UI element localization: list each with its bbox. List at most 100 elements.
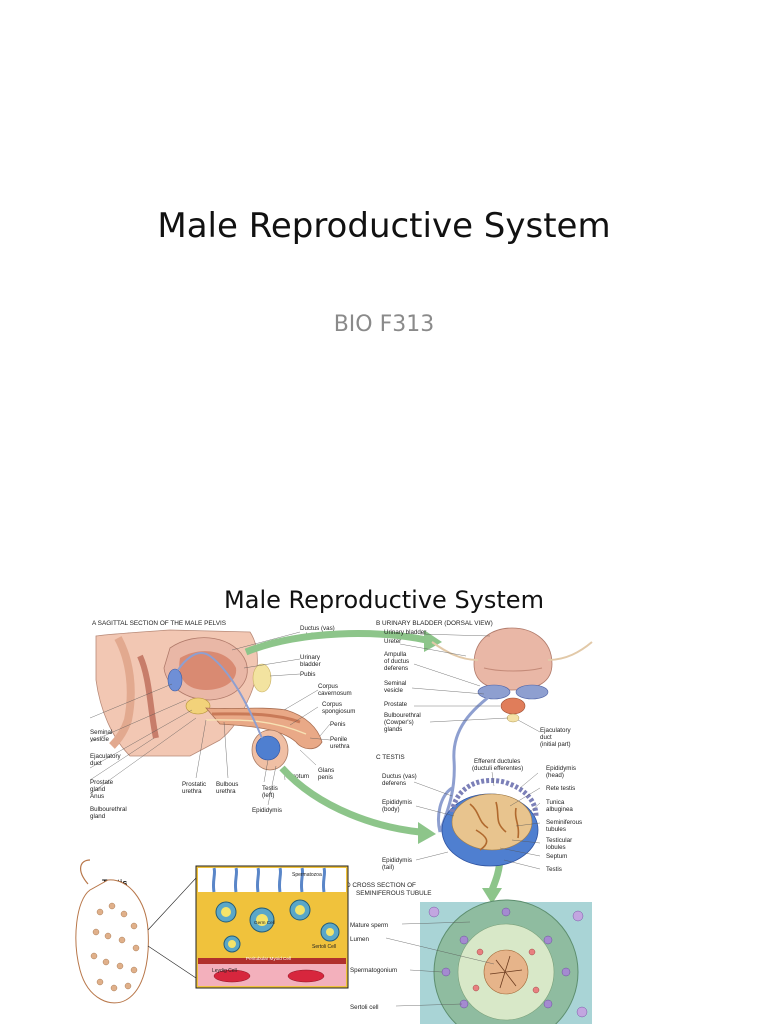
label-b-ampulla-2: of ductus (384, 658, 409, 665)
testis-interior (451, 793, 533, 851)
label-c-epididymis-head: Epididymis (546, 765, 576, 772)
vas-deferens-b (438, 688, 499, 833)
label-b-ejaculatory-duct: Ejaculatory (540, 727, 572, 734)
label-bulbous-urethra-2: urethra (216, 788, 236, 795)
label-ejaculatory-duct: Ejaculatory (90, 753, 122, 760)
connector-arrows (244, 630, 504, 904)
label-prostatic-urethra-2: urethra (182, 788, 202, 795)
label-b-seminal-vesicle-2: vesicle (384, 687, 403, 694)
label-c-testis: Testis (546, 866, 562, 873)
rectum-shape (137, 654, 159, 739)
inset-testis-duct (80, 859, 91, 885)
label-c-tunica-albuginea: Tunica (546, 799, 565, 806)
pubis-bone (252, 663, 272, 693)
inset-basement-membrane (198, 958, 346, 964)
sacrum-shape (109, 636, 135, 749)
panel-a-header: A SAGITTAL SECTION OF THE MALE PELVIS (92, 620, 226, 627)
epididymis-c-shape (449, 778, 539, 817)
bulbourethral-glands (506, 713, 520, 723)
seminal-vesicle-shape (167, 668, 183, 692)
prostate-shape (185, 697, 211, 715)
label-c-epididymis-body: Epididymis (382, 799, 412, 806)
prostate-dorsal (500, 697, 526, 715)
panel-c-pointer-lines (413, 771, 541, 870)
label-prostatic-urethra: Prostatic (182, 781, 206, 788)
label-b-bulbourethral: Bulbourethral (384, 712, 421, 719)
arrow-head-b (424, 630, 442, 652)
label-c-septum: Septum (546, 853, 567, 860)
inset-label-sertoli-cell: Sertoli Cell (312, 944, 336, 950)
label-c-tunica-albuginea-2: albuginea (546, 806, 573, 813)
label-seminal-vesicle: Seminal (90, 729, 112, 736)
label-ductus-vas-deferens: Ductus (vas) (300, 625, 335, 632)
label-b-ampulla-3: deferens (384, 665, 408, 672)
label-c-epididymis-tail-2: (tail) (382, 864, 394, 871)
ureter-right (547, 641, 593, 661)
label-c-ductus-vas: Ductus (vas) (382, 773, 417, 780)
sperm-tails (489, 955, 523, 989)
corpus-cavernosum-shape (211, 712, 301, 724)
label-b-urinary-bladder: Urinary bladder (384, 629, 426, 636)
label-corpus-cavernosum: Corpus (318, 683, 338, 690)
inset-label-peritubular-myoid: Peritubular Myoid Cell (246, 956, 291, 961)
label-corpus-cavernosum-2: cavernosum (318, 690, 352, 697)
label-b-seminal-vesicle: Seminal (384, 680, 406, 687)
label-c-efferent-ductules-2: (ductuli efferentes) (472, 765, 523, 772)
slide-title: Male Reproductive System (224, 586, 544, 614)
ureter-left (431, 641, 479, 661)
label-c-epididymis-head-2: (head) (546, 772, 564, 779)
label-b-ejaculatory-duct-3: (initial part) (540, 741, 571, 748)
label-corpus-spongiosum: Corpus (322, 701, 342, 708)
label-bulbourethral-gland: Bulbourethral (90, 806, 127, 813)
label-urinary-bladder-2: bladder (300, 661, 321, 668)
label-c-efferent-ductules: Efferent ductules (474, 758, 520, 765)
label-c-epididymis-tail: Epididymis (382, 857, 412, 864)
ductus-deferens-c (437, 786, 453, 833)
label-b-ureter: Ureter (384, 638, 401, 645)
label-penile-urethra: Penile (330, 736, 348, 743)
inset-vessel (287, 969, 325, 983)
arrow-head-c (418, 822, 436, 844)
diagram-slide: Male Reproductive System A SAGITTAL SECT… (0, 560, 768, 1024)
label-glans-penis: Glans (318, 767, 334, 774)
label-urinary-bladder: Urinary (300, 654, 321, 661)
inset-testis-histology: Testis (75, 859, 349, 1004)
anatomy-figure: A SAGITTAL SECTION OF THE MALE PELVIS (75, 620, 593, 1024)
bladder-dorsal-shape (473, 627, 553, 691)
inset-lobule-dots (90, 902, 140, 992)
arrow-head-d (482, 888, 502, 904)
label-c-ductus-vas-2: deferens (382, 780, 406, 787)
label-testis-left: Testis (262, 785, 278, 792)
bladder-fold (483, 667, 543, 672)
label-b-bulbourethral-2: (Cowper's) (384, 719, 414, 726)
bladder-interior (179, 651, 237, 690)
label-d-spermatogonium: Spermatogonium (350, 967, 397, 974)
label-d-mature-sperm: Mature sperm (350, 922, 388, 929)
panel-d-tubule-cross-section: D CROSS SECTION OF SEMINIFEROUS TUBULE (346, 882, 592, 1024)
label-c-epididymis-body-2: (body) (382, 806, 400, 813)
panel-d-header: D CROSS SECTION OF (346, 882, 416, 889)
panel-a-sagittal-section: A SAGITTAL SECTION OF THE MALE PELVIS (89, 620, 355, 820)
label-c-seminiferous-tubules: Seminiferous (546, 819, 582, 826)
tubule-cells (428, 906, 588, 1018)
label-anus: Anus (90, 793, 104, 800)
panel-a-pointer-lines (89, 631, 331, 806)
label-d-lumen: Lumen (350, 936, 369, 943)
inset-label-leydig-cell: Leydig Cell (212, 968, 237, 974)
arrow-to-panel-c (279, 765, 421, 836)
label-c-rete-testis: Rete testis (546, 785, 575, 792)
panel-d-pointer-lines (385, 921, 495, 1007)
inset-label-spermatozoa: Spermatozoa (292, 872, 322, 878)
inset-zoom-lines (147, 877, 197, 979)
arrow-to-panel-b (244, 630, 427, 656)
label-b-ejaculatory-duct-2: duct (540, 734, 552, 741)
label-pubis: Pubis (300, 671, 315, 678)
label-ejaculatory-duct-2: duct (90, 760, 102, 767)
inset-germ-cells (215, 899, 340, 953)
label-glans-penis-2: penis (318, 774, 333, 781)
penis-shape (205, 707, 323, 750)
slide-subtitle: BIO F313 (333, 312, 435, 337)
label-c-testicular-lobules-2: lobules (546, 844, 566, 851)
label-c-testicular-lobules: Testicular (546, 837, 572, 844)
label-penile-urethra-2: urethra (330, 743, 350, 750)
